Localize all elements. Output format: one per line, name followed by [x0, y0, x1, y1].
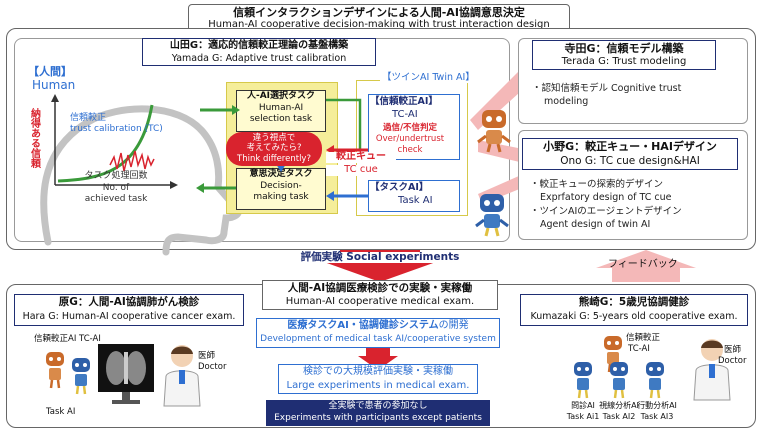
dev-jp: 医療タスクAI・協調健診システムの開発 [256, 320, 500, 332]
selection-task-en1: Human-AI [258, 103, 304, 113]
tc-ai-box [368, 94, 460, 160]
kumazaki-title-en: Kumazaki G: 5-years old cooperative exam… [530, 311, 738, 322]
terada-title-jp: 寺田G：信頼モデル構築 [564, 42, 684, 55]
kumazaki-doctor-en: Doctor [718, 356, 747, 366]
kumazaki-ai1-jp: 問診AI [571, 401, 595, 410]
hara-robot-task-icon [72, 358, 90, 395]
ono-title-en: Ono G: TC cue design&HAI [560, 155, 700, 167]
large-exp-en: Large experiments in medical exam. [286, 380, 470, 391]
hara-tc-ai-label: 信頼較正AI TC-AI [34, 334, 101, 344]
hara-title-en: Hara G: Human-AI cooperative cancer exam… [22, 311, 236, 322]
ono-bullet-4: Agent design of twin AI [540, 219, 651, 230]
hara-title-box [14, 294, 244, 326]
patients-en: Experiments with participants except pat… [274, 413, 482, 423]
terada-bullet-2: modeling [544, 96, 589, 107]
decision-task-en2: making task [253, 192, 309, 202]
kumazaki-robot-ai3-icon [646, 362, 664, 399]
kumazaki-doctor-icon [693, 339, 731, 401]
feedback-label: フィードバック [608, 259, 678, 270]
yamada-title-en: Yamada G: Adaptive trust calibration [171, 53, 347, 64]
main-title-jp: 信頼インタラクションデザインによる人間-AI協調意思決定 [233, 6, 525, 19]
kumazaki-ai3-jp: 行動分析AI [637, 401, 677, 410]
terada-bullet-1: ・認知信頼モデル Cognitive trust [532, 83, 682, 94]
patients-jp: 全実験で患者の参加なし [328, 401, 428, 411]
hara-task-ai-label: Task AI [46, 407, 76, 417]
patients-box [266, 400, 490, 426]
xray-monitor-icon [98, 344, 154, 404]
over-under-en1: Over/undertrust [375, 134, 445, 144]
think-bubble-jp2: 考えてみたら? [246, 143, 302, 153]
medical-title-en: Human-AI cooperative medical exam. [285, 296, 475, 307]
kumazaki-title-jp: 熊崎G：5歳児協調健診 [578, 296, 690, 308]
kumazaki-ai3-en: Task AI3 [640, 412, 674, 421]
task-ai-en: Task AI [398, 195, 433, 206]
hara-doctor-icon [163, 345, 201, 407]
main-title-en: Human-AI cooperative decision-making wit… [208, 19, 550, 30]
human-label-en: Human [32, 78, 76, 92]
decision-task-jp: 意思決定タスク [249, 169, 313, 179]
yamada-title-box [142, 38, 376, 66]
dev-jp-bold: 医療タスクAI・協調健診システム [287, 320, 439, 331]
dev-box [256, 318, 500, 348]
twin-ai-label: 【ツインAI Twin AI】 [380, 72, 477, 83]
tc-ai-en: TC-AI [392, 109, 418, 120]
hara-robot-tc-icon [46, 352, 64, 389]
hara-title-jp: 原G：人間-AI協調肺がん検診 [58, 296, 200, 308]
terada-title-box [532, 40, 716, 70]
tc-ai-jp: 【信頼較正AI】 [370, 96, 438, 107]
selection-task-jp: 人-AI選択タスク [246, 91, 316, 101]
medical-title-jp: 人間-AI協調医療検診での実験・実稼働 [287, 282, 473, 294]
over-under-jp: 過信/不信判定 [382, 123, 438, 133]
dev-jp-tail: の開発 [438, 320, 469, 331]
ono-title-jp: 小野G：較正キュー・HAIデザイン [543, 140, 717, 153]
decision-task-en1: Decision- [260, 181, 302, 191]
think-bubble [226, 132, 322, 166]
down-arrow-dev [358, 348, 398, 370]
kumazaki-tc-label-2: TC-AI [628, 344, 650, 354]
selection-task-en2: selection task [249, 114, 313, 124]
kumazaki-ai1-en: Task Ai1 [566, 412, 600, 421]
kumazaki-doctor-jp: 医師 [724, 345, 742, 355]
robot-tc-ai-icon [477, 110, 511, 153]
medical-title-box [262, 280, 498, 310]
tc-label-en: trust calibration (TC) [70, 124, 163, 134]
trust-graph [51, 94, 178, 189]
human-head-illustration [40, 105, 242, 256]
large-exp-jp: 検診での大規模評価実験・実稼働 [303, 366, 453, 377]
task-count-jp: タスク処理回数 [84, 171, 148, 181]
terada-title-en: Terada G: Trust modeling [561, 56, 687, 67]
tc-cue-en: TC cue [326, 164, 396, 176]
robot-task-ai-icon [475, 194, 509, 237]
task-ai-box [368, 180, 460, 212]
hara-doctor-en: Doctor [198, 362, 227, 372]
trust-axis-label: 納得ある信頼 [28, 108, 40, 168]
ono-bullet-2: Exprfatory design of TC cue [540, 192, 672, 203]
hara-doctor-jp: 医師 [198, 351, 216, 361]
dev-en: Development of medical task AI/cooperati… [260, 334, 496, 344]
ono-bullet-1: ・較正キューの探索的デザイン [530, 179, 664, 190]
large-exp-box [278, 364, 478, 394]
kumazaki-robot-ai1-icon [574, 362, 592, 399]
selection-task-box [236, 90, 326, 132]
think-bubble-jp1: 違う視点で [252, 133, 296, 143]
decision-task-box [236, 168, 326, 210]
tc-label-jp: 信頼較正 [70, 113, 107, 123]
over-under-en2: check [397, 145, 423, 155]
kumazaki-robot-ai2-icon [610, 362, 628, 399]
tc-cue-jp: 較正キュー [326, 151, 396, 163]
kumazaki-ai2-en: Task AI2 [602, 412, 636, 421]
kumazaki-ai2-jp: 視線分析AI [599, 401, 639, 410]
kumazaki-title-box [520, 294, 748, 326]
ono-title-box [522, 138, 738, 170]
ono-bullet-3: ・ツインAIのエージェントデザイン [530, 206, 682, 217]
task-ai-jp: 【タスクAI】 [370, 182, 429, 193]
social-experiments-label: 評価実験 Social experiments [300, 251, 460, 264]
yamada-title-jp: 山田G：適応的信頼較正理論の基盤構築 [169, 40, 349, 51]
human-label-jp: 【人間】 [28, 65, 72, 78]
kumazaki-tc-label-1: 信頼較正 [626, 333, 661, 343]
task-count-en2: achieved task [84, 194, 148, 204]
task-count-en1: No. of [102, 183, 130, 193]
think-bubble-en: Think differently? [237, 154, 311, 164]
